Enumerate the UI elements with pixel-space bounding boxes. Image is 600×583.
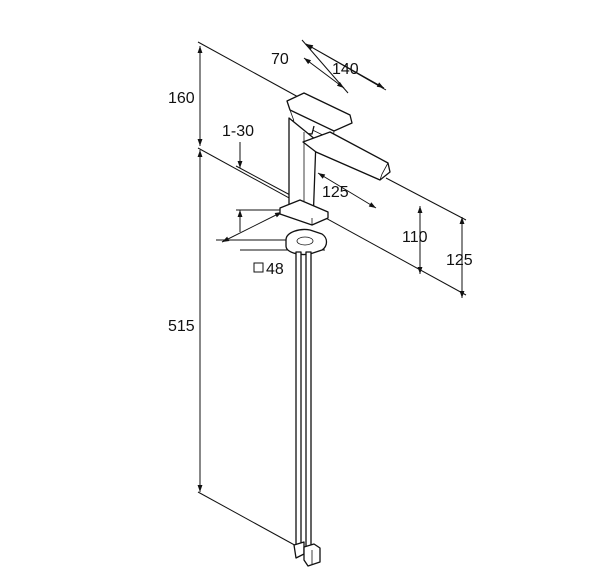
- label-deck-thickness: 1-30: [222, 123, 254, 140]
- hose-connector: [293, 541, 305, 559]
- dimension-labels: 70 140 160 1-30 125 110 125 48 515: [168, 51, 473, 335]
- base-plate: [279, 199, 329, 226]
- label-lever-width: 70: [271, 51, 289, 68]
- label-spout-reach: 140: [332, 61, 359, 78]
- supply-hose-left: [295, 251, 302, 546]
- label-hose-length: 515: [168, 318, 195, 335]
- spout-reach-dim-line: [305, 43, 385, 89]
- base-square-dim-line: [221, 211, 283, 243]
- label-overall-height: 125: [446, 252, 473, 269]
- faucet-body: [279, 92, 391, 567]
- label-tap-height: 160: [168, 90, 195, 107]
- fixing-nut: [285, 228, 328, 256]
- label-spout-height: 110: [402, 229, 428, 246]
- supply-hose-right: [305, 251, 312, 549]
- label-base-square: 48: [266, 261, 284, 278]
- spout-depth-dim-line: [317, 172, 377, 209]
- square-symbol: [253, 262, 264, 273]
- dimension-lines: [197, 43, 465, 492]
- label-spout-depth: 125: [322, 184, 349, 201]
